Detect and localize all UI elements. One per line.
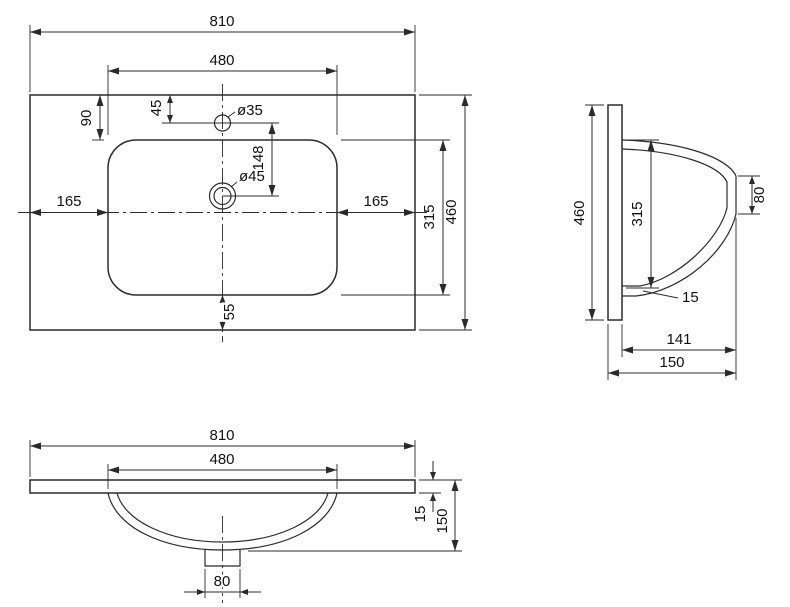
front-view-dimensions: 810 480 15 150 80 [29,427,462,598]
dim-label-top-rear-to-basin: 90 [78,110,95,127]
dim-label-drain-hole-diameter: ø45 [239,168,265,185]
dim-label-front-outer-width: 810 [209,427,234,444]
front-view [29,479,416,603]
dim-label-left-margin: 165 [56,193,81,210]
dim-label-side-total-height: 150 [659,354,684,371]
dim-label-top-basin-width: 480 [209,52,234,69]
dim-label-side-basin-depth: 315 [629,201,646,226]
front-slab [29,479,416,494]
dim-label-top-rear-to-faucet: 45 [148,100,165,117]
side-view-dimensions: 460 315 80 15 141 150 [569,104,768,380]
dim-label-faucet-to-drain: 148 [250,145,267,170]
bowl-outer-profile [621,139,737,297]
dim-label-top-outer-depth: 460 [443,199,460,224]
dim-label-side-outer-depth: 460 [571,200,588,225]
dim-label-top-basin-depth: 315 [421,204,438,229]
dim-label-front-slab-thickness: 15 [412,506,429,523]
side-slab [607,104,623,321]
dim-label-front-margin: 55 [221,304,238,321]
dim-label-front-basin-width: 480 [209,451,234,468]
dim-label-right-margin: 165 [363,193,388,210]
front-bowl-inner [116,492,329,543]
bowl-inner-profile [621,148,728,287]
dim-label-side-lip-thickness: 15 [682,289,699,306]
dim-label-front-drain-width: 80 [214,573,231,590]
top-view-dimensions: 810 480 90 45 ø35 148 ø45 165 165 5 [29,13,472,331]
side-view [607,104,737,321]
dim-label-side-bowl-height: 141 [666,331,691,348]
dim-label-side-drain-flat: 80 [751,187,768,204]
dim-label-faucet-hole-diameter: ø35 [237,102,263,119]
dim-label-front-total-height: 150 [434,508,451,533]
dim-label-top-outer-width: 810 [209,13,234,30]
